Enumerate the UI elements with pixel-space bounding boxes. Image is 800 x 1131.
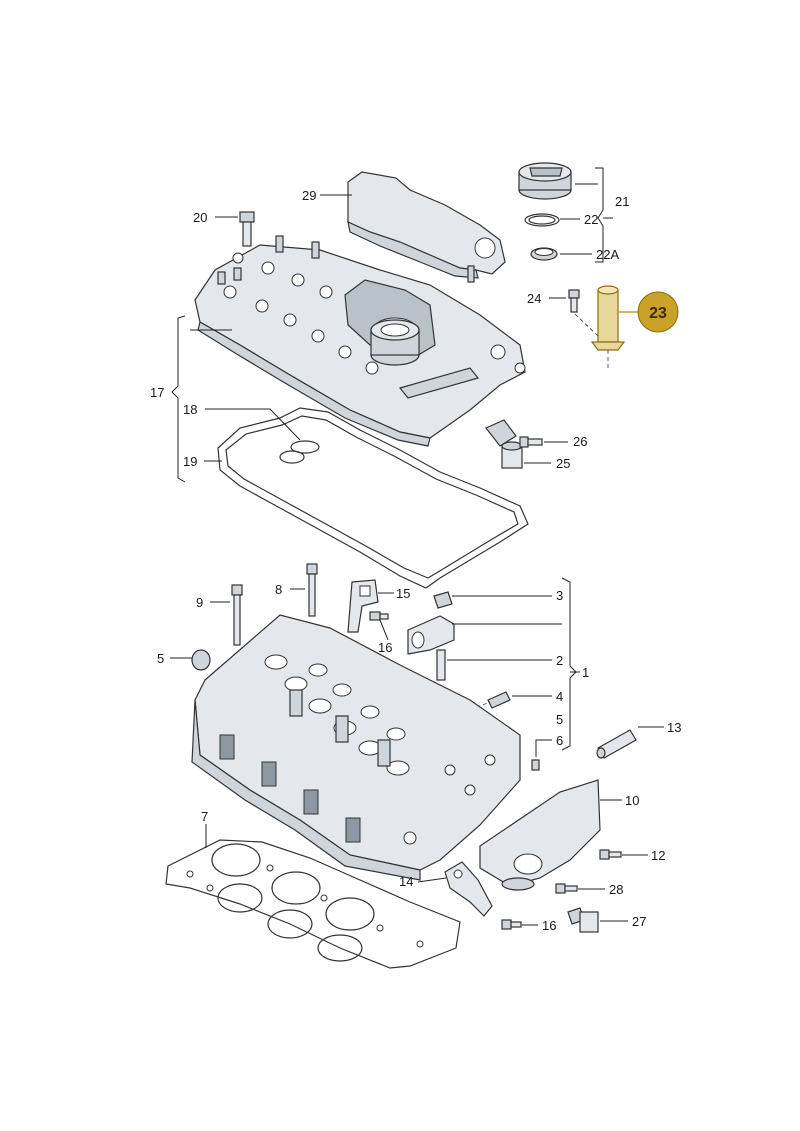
sensor-part-27 xyxy=(567,907,599,933)
seal-ring-part-22 xyxy=(524,213,560,227)
bolt-part-20 xyxy=(239,211,255,247)
bolt-part-16-upper xyxy=(369,611,389,621)
bolt-part-9 xyxy=(231,584,243,646)
pin-part-6 xyxy=(531,759,540,771)
bracket-part-15 xyxy=(347,579,379,633)
callout-25: 25 xyxy=(556,456,570,471)
oil-filler-cap-part-21 xyxy=(518,162,572,200)
pin-part-4 xyxy=(487,691,511,709)
callout-6: 6 xyxy=(556,733,563,748)
callout-2: 2 xyxy=(556,653,563,668)
engine-cover-part-29 xyxy=(347,171,506,283)
plug-part-5 xyxy=(191,649,211,671)
callout-3: 3 xyxy=(556,588,563,603)
callout-17: 17 xyxy=(150,385,164,400)
callout-19: 19 xyxy=(183,454,197,469)
nut-part-3 xyxy=(433,591,453,609)
bolt-part-28 xyxy=(555,883,578,894)
bolt-part-16-lower xyxy=(501,919,522,930)
cover-part-10 xyxy=(479,779,601,891)
bolt-part-12 xyxy=(599,849,622,860)
callout-16-lower: 16 xyxy=(542,918,556,933)
oil-separator-part-23 xyxy=(590,285,626,351)
callout-27: 27 xyxy=(632,914,646,929)
callout-5-plug: 5 xyxy=(157,651,164,666)
callout-12: 12 xyxy=(651,848,665,863)
highlight-badge-23[interactable]: 23 xyxy=(618,291,679,333)
stud-part-2 xyxy=(436,649,446,681)
callout-20: 20 xyxy=(193,210,207,225)
callout-24: 24 xyxy=(527,291,541,306)
sensor-part-25 xyxy=(485,419,523,469)
seal-ring-part-22a xyxy=(530,247,558,261)
callout-29: 29 xyxy=(302,188,316,203)
head-gasket-part-7 xyxy=(165,839,461,969)
cover-gasket-part-19 xyxy=(217,407,529,589)
bolt-part-24 xyxy=(568,289,580,313)
callout-7: 7 xyxy=(201,809,208,824)
callout-4: 4 xyxy=(556,689,563,704)
bracket-part-3b xyxy=(407,615,455,655)
callout-22a: 22A xyxy=(596,247,619,262)
bolt-part-26 xyxy=(519,436,543,448)
sleeve-part-13 xyxy=(596,729,637,759)
highlight-badge-label: 23 xyxy=(649,305,667,322)
seal-rings-part-18 xyxy=(279,440,320,464)
callout-15: 15 xyxy=(396,586,410,601)
callout-5-bracket: 5 xyxy=(556,712,563,727)
callout-28: 28 xyxy=(609,882,623,897)
callout-26: 26 xyxy=(573,434,587,449)
callout-21: 21 xyxy=(615,194,629,209)
bolt-part-8 xyxy=(306,563,318,617)
callout-1: 1 xyxy=(582,665,589,680)
callout-14: 14 xyxy=(399,874,413,889)
callout-22: 22 xyxy=(584,212,598,227)
callout-13: 13 xyxy=(667,720,681,735)
cylinder-head-cover-part-17 xyxy=(194,235,526,447)
callout-10: 10 xyxy=(625,793,639,808)
cylinder-head-part-1 xyxy=(191,614,521,881)
callout-9: 9 xyxy=(196,595,203,610)
callout-16-upper: 16 xyxy=(378,640,392,655)
callout-18: 18 xyxy=(183,402,197,417)
bracket-part-14 xyxy=(444,861,493,917)
callout-8: 8 xyxy=(275,582,282,597)
